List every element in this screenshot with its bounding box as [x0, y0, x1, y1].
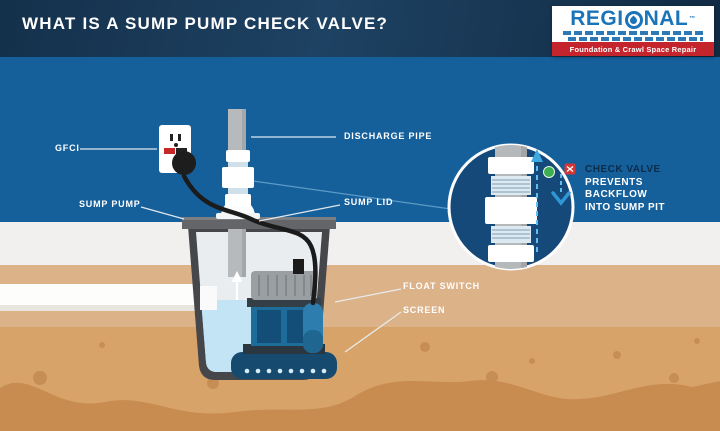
- foundation-bricks-icon: [563, 31, 703, 41]
- plug: [172, 151, 196, 175]
- backflow-blocked-indicator: [564, 163, 576, 175]
- screen-holes: [244, 368, 327, 374]
- power-cord: [181, 173, 318, 306]
- gfci-outlet: [159, 125, 196, 175]
- outlet-slot: [178, 134, 181, 141]
- callout-line: PREVENTS: [585, 176, 643, 188]
- callout-line: BACKFLOW: [585, 189, 648, 200]
- callout-line: INTO SUMP PIT: [585, 201, 666, 213]
- water-drop-icon: [624, 11, 643, 29]
- upflow-arrowhead: [531, 149, 543, 162]
- float-switch-line: [334, 288, 402, 303]
- company-logo: REGI NAL ™ Foundation & Crawl Space Repa…: [552, 6, 714, 56]
- gfci-test-button: [164, 148, 175, 154]
- pump-screen-base: [231, 352, 337, 379]
- screen-line: [344, 311, 402, 353]
- sump-pump-unit: [231, 259, 337, 379]
- check-valve-magnifier: [447, 143, 576, 271]
- label-float-switch: FLOAT SWITCH: [403, 281, 480, 291]
- valve-coupling-top: [488, 157, 534, 174]
- check-valve-on-pipe: [222, 150, 254, 207]
- callout-title: CHECK VALVE: [585, 164, 661, 175]
- pump-base-bar: [243, 344, 325, 354]
- logo-tagline: Foundation & Crawl Space Repair: [552, 42, 714, 56]
- label-sump-pump: SUMP PUMP: [79, 199, 141, 209]
- inlet-drain-pipe: [0, 284, 206, 311]
- pump-motor: [251, 271, 317, 300]
- soil-pebbles: [33, 338, 700, 401]
- check-valve-callout: CHECK VALVE PREVENTS BACKFLOW INTO SUMP …: [585, 164, 665, 214]
- inlet-pipe-outlet-stub: [200, 286, 217, 310]
- float-switch-lower: [303, 330, 323, 353]
- page-title: WHAT IS A SUMP PUMP CHECK VALVE?: [22, 14, 389, 33]
- gfci-reset-button: [176, 148, 187, 154]
- sump-pump-line: [140, 206, 185, 220]
- label-sump-lid: SUMP LID: [344, 197, 394, 207]
- valve-clamp-top: [491, 176, 531, 195]
- floor-slab-band: [0, 222, 720, 265]
- sump-lid-line: [258, 204, 341, 222]
- valve-body: [485, 197, 537, 224]
- good-flow-indicator: [543, 166, 555, 178]
- pump-band: [247, 298, 321, 307]
- valve-coupling-bottom: [488, 245, 534, 262]
- label-discharge-pipe: DISCHARGE PIPE: [344, 131, 433, 141]
- logo-wordmark: REGI NAL ™: [552, 6, 714, 41]
- outlet-slot: [170, 134, 173, 141]
- outlet-ground-hole: [174, 143, 178, 147]
- brand-text-post: NAL: [643, 7, 689, 30]
- pump-body-panel: [257, 310, 281, 343]
- trademark-symbol: ™: [689, 16, 696, 22]
- backflow-arrowhead: [551, 191, 571, 206]
- brand-text-pre: REGI: [570, 7, 624, 30]
- flow-up-arrow: [231, 271, 243, 300]
- label-screen: SCREEN: [403, 305, 446, 315]
- motor-ridges: [258, 275, 312, 296]
- cord-connector: [293, 259, 304, 274]
- soil-dark-wave: [0, 380, 720, 431]
- magnifier-pointer-line: [252, 180, 459, 211]
- label-gfci: GFCI: [55, 143, 80, 153]
- label-pointer-lines: [80, 136, 402, 353]
